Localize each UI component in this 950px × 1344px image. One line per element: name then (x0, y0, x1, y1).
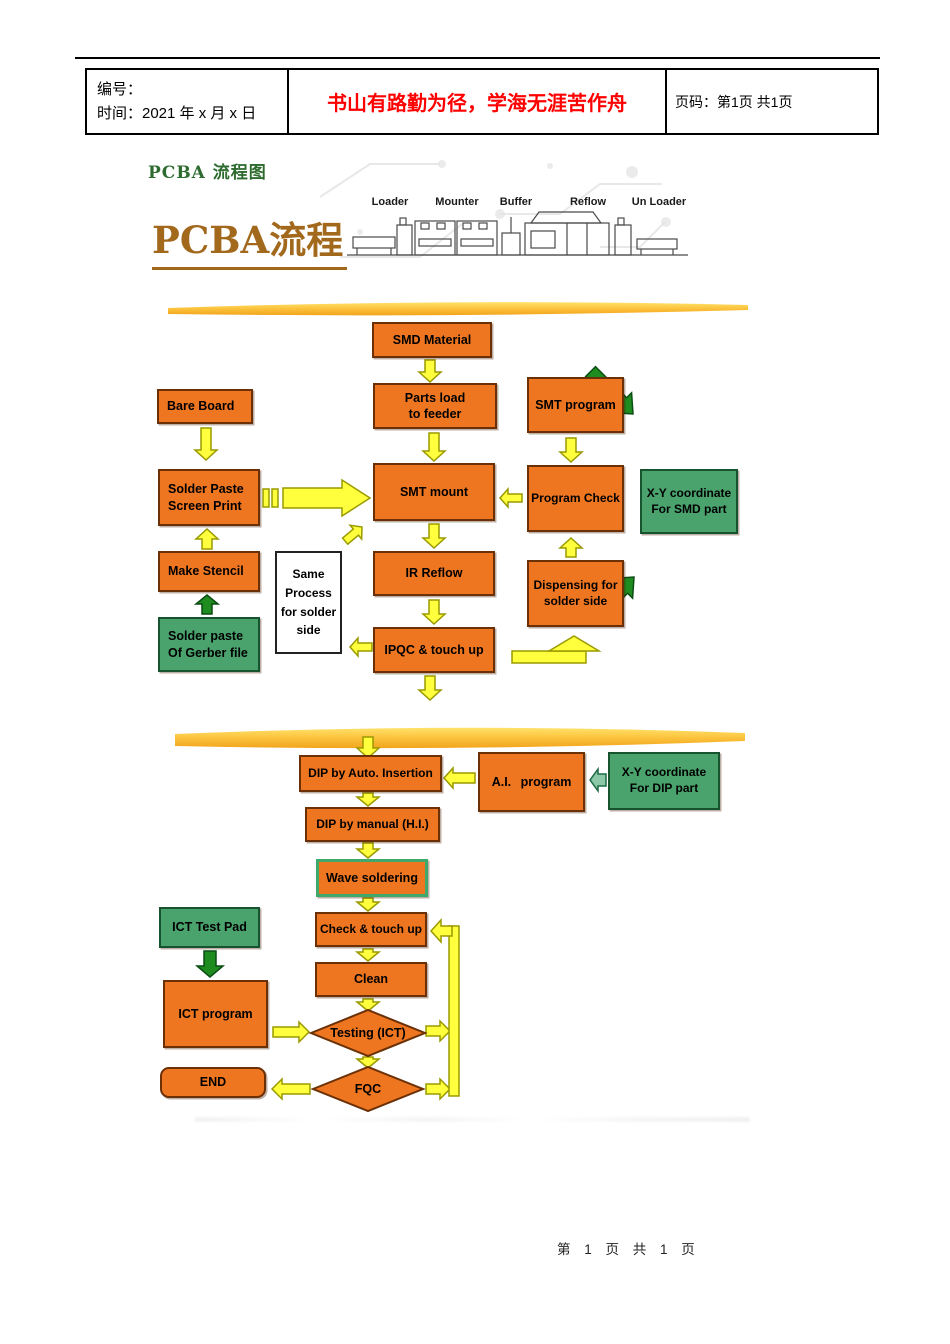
arrow-testing-to-fqc (354, 1056, 382, 1069)
arrow-makestencil-to-solderpaste (194, 527, 220, 550)
arrow-clean-to-testing (354, 998, 382, 1012)
flow-box-ai-program: A.I. program (478, 752, 585, 812)
fqc-diamond (310, 1065, 426, 1113)
arrow-icttestpad-to-ictprogram (194, 950, 226, 978)
arrow-check-to-clean (354, 948, 382, 962)
arrow-irreflow-to-ipqc (421, 599, 447, 626)
arrow-dispensing-to-programcheck (558, 536, 584, 558)
flow-box-dip-manual: DIP by manual (H.I.) (305, 807, 440, 842)
smt-line-drawing: Loader Mounter Buffer Reflow Un Loader (347, 196, 688, 256)
arrow-ipqc-bent-head (546, 635, 602, 652)
testing-diamond-label: Testing (ICT) (330, 1026, 406, 1040)
arrow-ai-to-dipauto (442, 766, 476, 790)
arrow-smtmount-to-irreflow (421, 523, 447, 550)
arrow-fqc-to-loop (425, 1077, 452, 1101)
section-divider-2 (175, 727, 745, 749)
flow-box-ict-test-pad: ICT Test Pad (159, 907, 260, 948)
flow-box-smt-mount: SMT mount (373, 463, 495, 521)
arrow-smtprogram-to-programcheck (558, 437, 584, 464)
header-top-rule (75, 57, 880, 59)
arrow-programcheck-to-smtmount (499, 488, 523, 508)
header-cell-meta: 编号： 时间：2021 年 x 月 x 日 (87, 70, 289, 133)
flow-box-ir-reflow: IR Reflow (373, 551, 495, 596)
arrow-xydip-to-aiprogram (589, 766, 607, 794)
flow-box-program-check: Program Check (527, 465, 624, 532)
pause-bar-2 (271, 488, 279, 508)
machine-label-unloader: Un Loader (632, 196, 687, 208)
arrow-into-dip-auto (355, 736, 381, 760)
flow-box-ipqc: IPQC & touch up (373, 627, 495, 673)
scan-smudge (195, 1117, 750, 1122)
circuit-pattern-background (319, 160, 671, 258)
flow-box-clean: Clean (315, 962, 427, 997)
feedback-loop-bar (448, 925, 460, 1097)
flow-box-wave-soldering: Wave soldering (316, 859, 428, 897)
arrow-wave-to-check (354, 897, 382, 912)
header-cell-slogan: 书山有路勤为径，学海无涯苦作舟 (289, 70, 667, 133)
header-table: 编号： 时间：2021 年 x 月 x 日 书山有路勤为径，学海无涯苦作舟 页码… (85, 68, 879, 135)
slogan-text: 书山有路勤为径，学海无涯苦作舟 (327, 91, 627, 115)
fqc-diamond-label: FQC (354, 1082, 382, 1096)
doc-date-label: 时间：2021 年 x 月 x 日 (97, 104, 257, 122)
section-divider-1 (168, 302, 748, 316)
arrow-gerber-to-makestencil (193, 594, 221, 615)
big-title: PCBA流程 (152, 210, 348, 270)
arrow-testing-to-loop (425, 1019, 452, 1043)
arrow-smd-to-parts (417, 359, 443, 384)
arrow-fqc-to-end (270, 1077, 311, 1101)
machine-label-mounter: Mounter (435, 196, 479, 208)
flow-box-end: END (160, 1067, 266, 1098)
arrow-solderpaste-to-smtmount (282, 478, 372, 518)
machine-label-loader: Loader (372, 196, 409, 208)
arrow-bareboard-to-solderpaste (193, 427, 219, 462)
arrow-ipqc-bent-shaft (511, 650, 587, 664)
machine-outline (347, 211, 688, 256)
footer-page-info: 第 1 页 共 1 页 (557, 1242, 700, 1257)
arrow-parts-to-smtmount (421, 432, 447, 463)
arrow-dipauto-to-dipmanual (354, 792, 382, 807)
flow-box-ict-program: ICT program (163, 980, 268, 1048)
arrow-sameprocess-to-smtmount (338, 519, 369, 549)
flow-box-make-stencil: Make Stencil (158, 551, 260, 592)
testing-diamond (308, 1008, 428, 1058)
machine-label-reflow: Reflow (570, 196, 607, 208)
arrow-dipmanual-to-wave (354, 842, 382, 859)
arrow-loop-to-check (429, 918, 453, 944)
machine-label-buffer: Buffer (500, 196, 533, 208)
flow-box-bare-board: Bare Board (157, 389, 253, 424)
header-cell-page: 页码：第1页 共1页 (667, 70, 877, 133)
page-title: PCBA 流程图 (148, 163, 267, 183)
pause-bar-1 (262, 488, 270, 508)
flow-box-smd-material: SMD Material (372, 322, 492, 358)
flow-box-smt-program: SMT program (527, 377, 624, 433)
flow-box-check-touch-up: Check & touch up (315, 912, 427, 947)
arrow-ipqc-down (417, 675, 443, 702)
arrow-ipqc-to-sameprocess (349, 637, 373, 657)
page-number-label: 页码：第1页 共1页 (675, 93, 793, 110)
flow-box-dip-auto: DIP by Auto. Insertion (299, 755, 442, 792)
arrow-ictprogram-to-testing (272, 1020, 311, 1044)
doc-number-label: 编号： (97, 81, 143, 99)
